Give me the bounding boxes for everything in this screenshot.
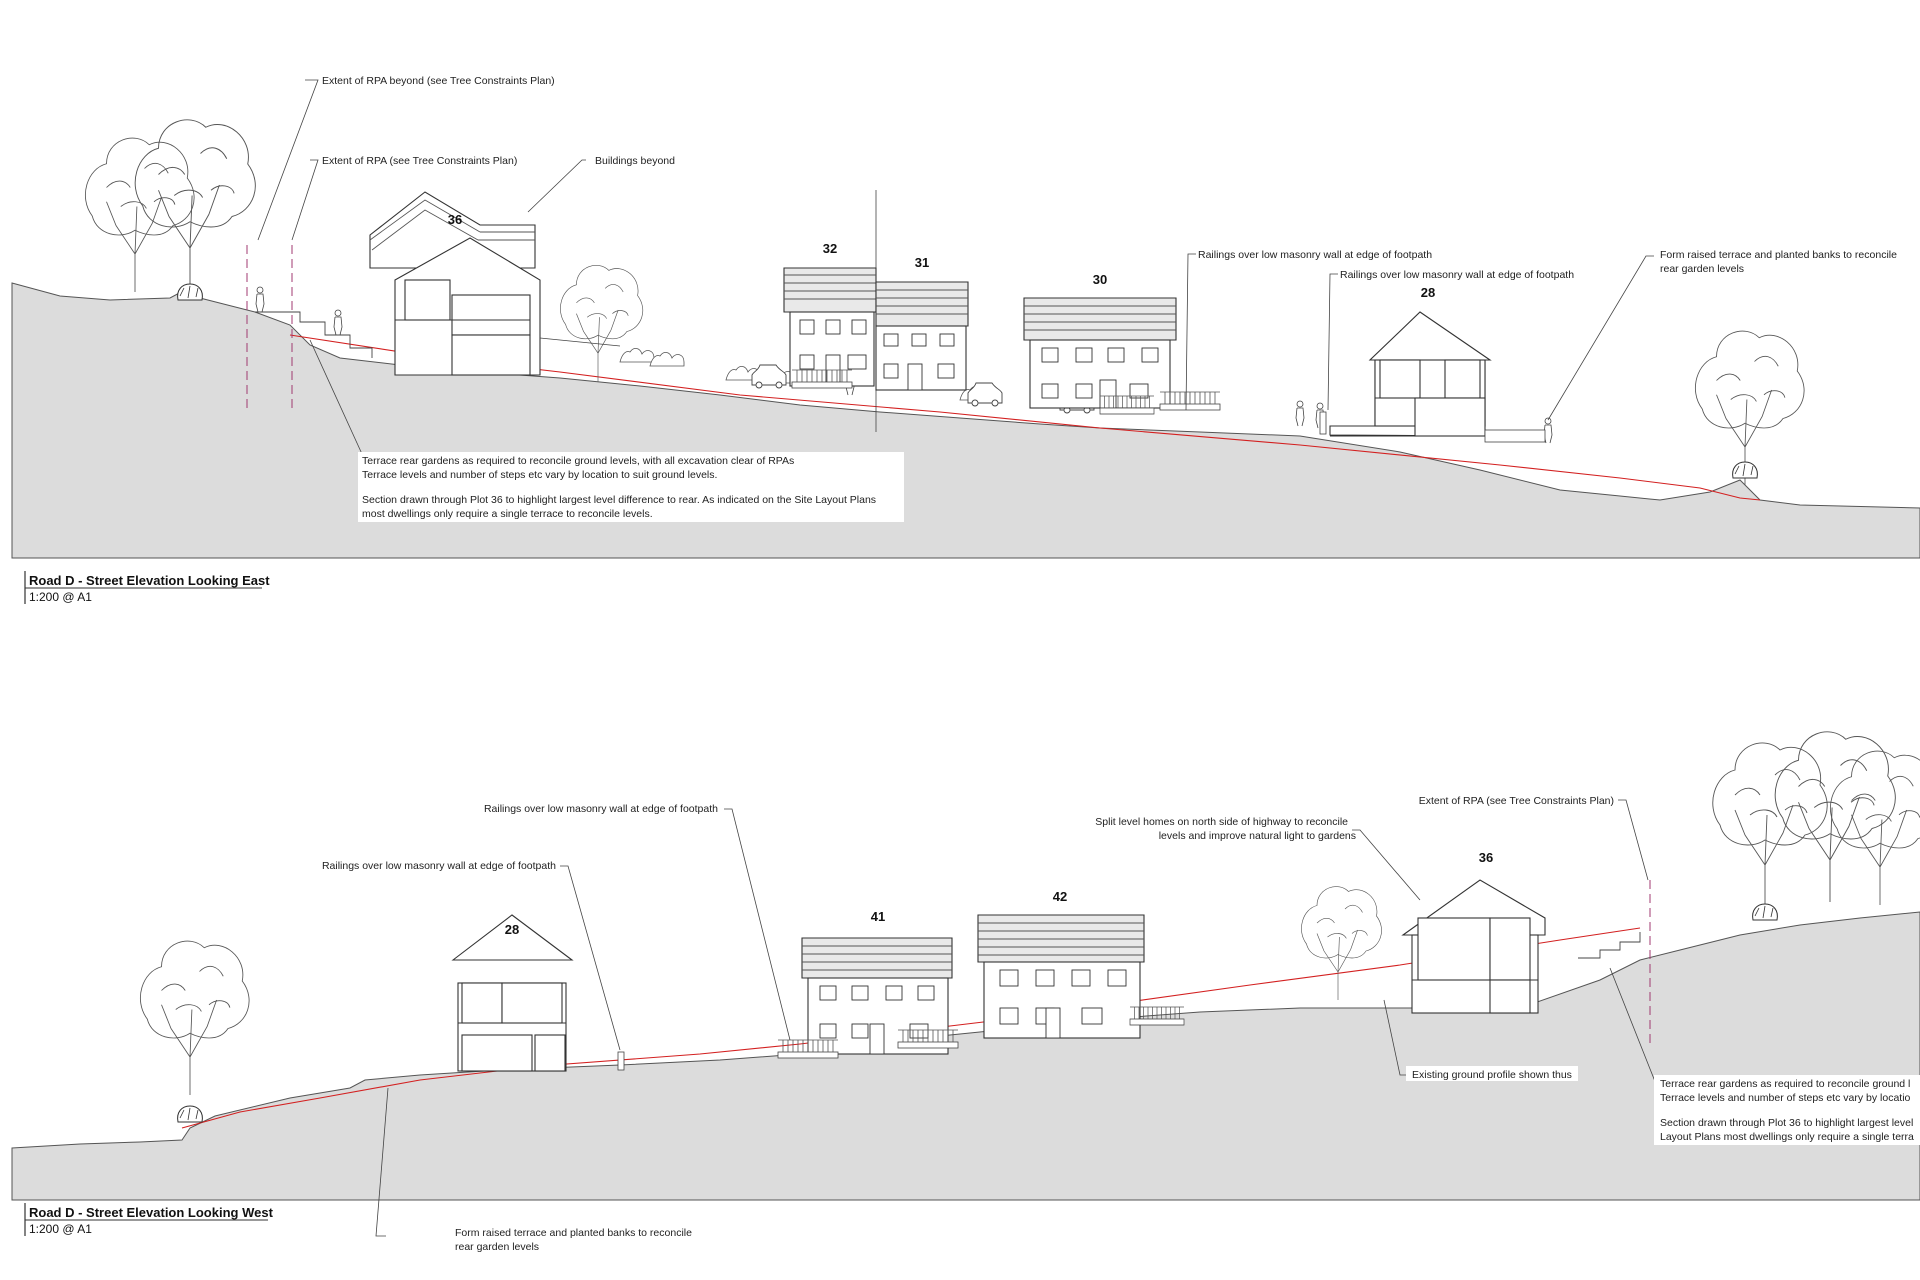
west-plot-42-label: 42 — [1053, 889, 1067, 904]
west-ground — [11, 911, 1920, 1201]
west-tree-right — [1712, 731, 1920, 921]
west-tree-mid — [1301, 886, 1382, 1001]
west-tree-left — [139, 940, 250, 1123]
east-note-rpa: Extent of RPA (see Tree Constraints Plan… — [322, 155, 517, 167]
east-note-rpa-beyond: Extent of RPA beyond (see Tree Constrain… — [322, 75, 555, 87]
west-note-split-2: levels and improve natural light to gard… — [1159, 830, 1356, 842]
west-note-section-2: Layout Plans most dwellings only require… — [1660, 1131, 1914, 1143]
west-terrace-notebox: Terrace rear gardens as required to reco… — [1609, 967, 1920, 1145]
east-tree-mid — [560, 265, 644, 383]
east-plot-32: 32 — [783, 241, 877, 387]
west-note-terrace-1: Terrace rear gardens as required to reco… — [1660, 1078, 1910, 1090]
west-title: Road D - Street Elevation Looking West — [29, 1205, 274, 1220]
east-terrace-steps — [255, 311, 373, 358]
east-plot-32-label: 32 — [823, 241, 837, 256]
east-note-section-2: most dwellings only require a single ter… — [362, 508, 653, 520]
east-terrace-28 — [1484, 429, 1546, 443]
east-buildings-beyond — [369, 191, 536, 269]
east-tree-left — [84, 119, 256, 301]
east-note-buildings-beyond: Buildings beyond — [595, 155, 675, 167]
west-wall-28 — [617, 1051, 625, 1071]
east-plot-31: 31 — [875, 255, 969, 391]
west-note-raised-terrace-2: rear garden levels — [455, 1241, 539, 1253]
east-person-2 — [333, 309, 343, 336]
east-title: Road D - Street Elevation Looking East — [29, 573, 270, 588]
east-hedge-row — [539, 337, 995, 401]
west-scale: 1:200 @ A1 — [29, 1222, 92, 1236]
east-note-railings-2: Railings over low masonry wall at edge o… — [1340, 269, 1574, 281]
west-note-raised-terrace-1: Form raised terrace and planted banks to… — [455, 1227, 692, 1239]
west-note-railings-2: Railings over low masonry wall at edge o… — [322, 860, 556, 872]
east-plot-36-label: 36 — [448, 212, 462, 227]
west-elevation: 28 41 42 — [11, 731, 1920, 1253]
east-note-raised-terrace-1: Form raised terrace and planted banks to… — [1660, 249, 1897, 261]
east-wall-28 — [1319, 411, 1327, 435]
east-plot-31-label: 31 — [915, 255, 929, 270]
east-plot-30-label: 30 — [1093, 272, 1107, 287]
east-note-terrace-1: Terrace rear gardens as required to reco… — [362, 455, 794, 467]
east-car-1 — [751, 364, 787, 389]
east-note-railings-1: Railings over low masonry wall at edge o… — [1198, 249, 1432, 261]
east-title-block: Road D - Street Elevation Looking East 1… — [24, 571, 270, 604]
west-title-block: Road D - Street Elevation Looking West 1… — [24, 1203, 274, 1236]
west-note-railings-1: Railings over low masonry wall at edge o… — [484, 803, 718, 815]
west-plot-42: 42 — [977, 889, 1145, 1039]
east-tree-right — [1694, 330, 1805, 486]
east-plot-36: 36 — [394, 212, 541, 376]
east-plot-28: 28 — [1329, 285, 1492, 437]
east-note-raised-terrace-2: rear garden levels — [1660, 263, 1744, 275]
west-plot-36-label: 36 — [1479, 850, 1493, 865]
west-plot-28-label: 28 — [505, 922, 519, 937]
east-person-4 — [1295, 400, 1305, 427]
west-plot-41-label: 41 — [871, 909, 885, 924]
east-note-section-1: Section drawn through Plot 36 to highlig… — [362, 494, 876, 506]
east-plot-30: 30 — [1023, 272, 1177, 409]
east-scale: 1:200 @ A1 — [29, 590, 92, 604]
west-plot-28: 28 — [451, 914, 574, 1072]
west-plot-41: 41 — [801, 909, 953, 1055]
west-plot-36: 36 — [1401, 850, 1546, 1014]
west-note-section-1: Section drawn through Plot 36 to highlig… — [1660, 1117, 1913, 1129]
west-terrace-steps — [1578, 932, 1641, 959]
west-note-rpa: Extent of RPA (see Tree Constraints Plan… — [1419, 795, 1614, 807]
east-plot-28-label: 28 — [1421, 285, 1435, 300]
east-person-1 — [255, 286, 265, 313]
west-note-split-1: Split level homes on north side of highw… — [1095, 816, 1348, 828]
east-elevation: 36 32 — [11, 75, 1920, 604]
west-note-terrace-2: Terrace levels and number of steps etc v… — [1660, 1092, 1911, 1104]
east-car-2 — [967, 382, 1003, 407]
west-note-existing-ground: Existing ground profile shown thus — [1412, 1069, 1572, 1081]
east-note-terrace-2: Terrace levels and number of steps etc v… — [362, 469, 717, 481]
east-terrace-notebox: Terrace rear gardens as required to reco… — [309, 339, 904, 522]
